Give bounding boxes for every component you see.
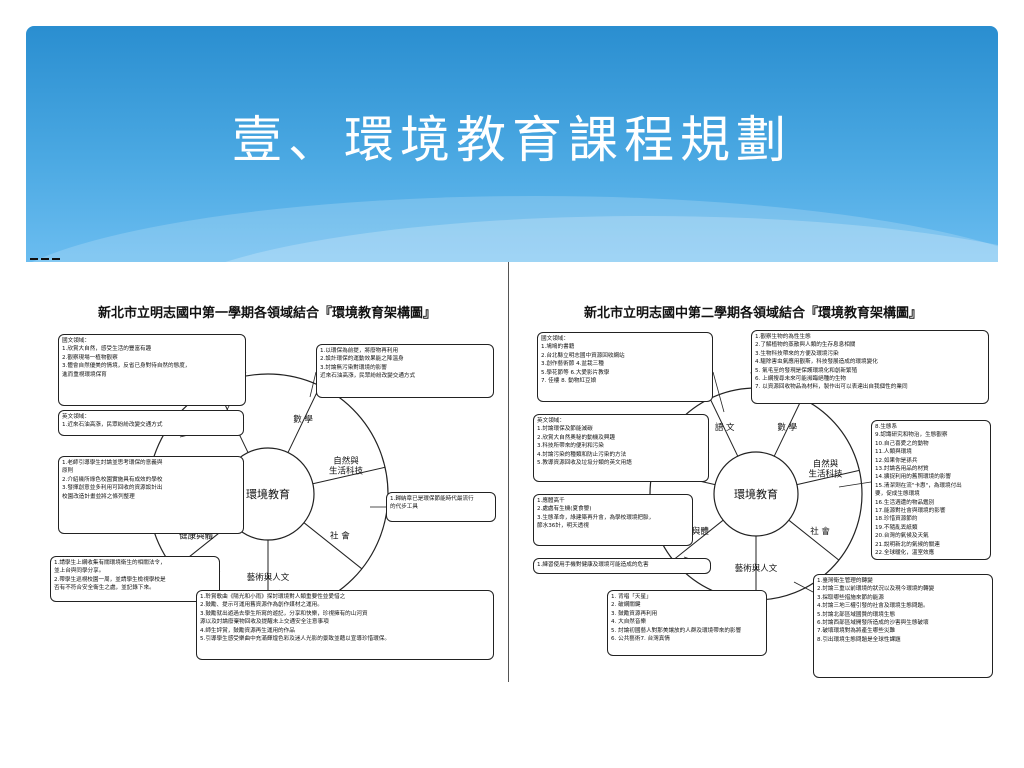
wheel-divider: [303, 522, 363, 570]
wheel-divider: [709, 398, 739, 457]
english-domain-box: 英文領域： 1.近來石油高漲，民眾紛紛改變交通方式: [58, 410, 244, 436]
wheel-divider: [672, 519, 724, 561]
social-box: 1.歸納章已是環保節能時代最流行 的代步工具: [386, 492, 496, 522]
wheel-segment-label: 數 學: [293, 414, 313, 425]
chinese-domain-box: 國文領域： 1.鳩鳩的書籍 2.台北縣立明志國中資源回收網站 3.創作藝術節 4…: [537, 332, 713, 402]
wheel-segment-label: 數 學: [777, 422, 797, 433]
title-banner: [26, 26, 998, 262]
science-topics-box: 8.生態系 9.認識研究和物治，生態觀察 10.自己喜愛之的動物 11.人類與環…: [871, 420, 991, 560]
slide-title: 壹、環境教育課程規劃: [232, 111, 792, 169]
integrated-activity-box: 1.應體高千 2.處處有生機(夏食鑒) 3.生態革命，綠建築再升會，為學校環境把…: [533, 494, 693, 546]
arts-box: 1. 背唱「天星」 2. 破網關鍵 3. 鼓勵資源再利用 4. 大自然音樂 5.…: [607, 590, 767, 656]
wheel-segment-label: 社 會: [330, 531, 350, 542]
wheel-segment-label: 健康與體: [179, 531, 214, 542]
social-box: 1.臺灣衛生管理的轉變 2.討論三重以前環境的狀況以及現今環境的轉變 3.採取哪…: [813, 574, 993, 678]
arts-box: 1.聆賞歌曲《陽光和小雨》探討環境對人類重要性並愛惜之 2.鼓勵、提示可運用舊資…: [196, 590, 494, 660]
wheel-segment-label: 語 文: [715, 422, 735, 433]
wheel-segment-label: 社 會: [810, 526, 830, 537]
wheel-segment-label: 自然與生活科技: [809, 459, 844, 480]
integrated-activity-box: 1.老師引導學生討論並思考環保的意義與 原則 2.介紹幾所綠色校園實施具有成效的…: [58, 456, 244, 534]
wheel-segment-label: 藝術與人文: [247, 572, 290, 583]
tech-activity-box: 1.以環保為前提，將廢物再利用 2.設計環保的運動效果能之降溫身 3.討論無污染…: [316, 344, 494, 398]
wheel-segment-label: 自然與生活科技: [329, 456, 364, 477]
connector-line: [309, 371, 317, 398]
science-box: 1.觀察生物的為性生態 2.了解植物的蒸散與人類的生存息息相關 3.生物科技帶來…: [751, 330, 989, 404]
wheel-center-label: 環境教育: [734, 487, 778, 501]
english-domain-box: 英文領域： 1.討論環保及節能減碳 2.欣賞大自然奧秘的動機及興趣 3.科技所帶…: [533, 414, 709, 482]
connector-line: [712, 371, 725, 413]
wheel-divider: [796, 469, 860, 486]
wheel-segment-label: 藝術與人文: [735, 563, 778, 574]
scan-marks: [30, 258, 70, 264]
wheel-divider: [773, 398, 803, 457]
chinese-domain-box: 國文領域： 1.欣賞大自然，感受生活的豐富有趣 2.觀察現場一植物觀察 3.體會…: [58, 334, 246, 406]
connector-line: [793, 581, 814, 593]
wheel-divider: [312, 466, 386, 485]
second-semester-diagram: 新北市立明志國中第二學期各領域結合『環境教育架構圖』 語 文 數 學自然與生活科技…: [508, 262, 997, 682]
diagram-title: 新北市立明志國中第一學期各領域結合『環境教育架構圖』: [97, 306, 436, 321]
connector-line: [838, 481, 872, 488]
diagram-title: 新北市立明志國中第二學期各領域結合『環境教育架構圖』: [583, 306, 922, 321]
wheel-center-label: 環境教育: [246, 487, 290, 501]
wheel-divider: [788, 519, 840, 561]
health-box: 1.請學生上網收集有關環境衛生的相關法令， 並上台與同學分享。 2.帶學生巡視校…: [50, 556, 220, 602]
health-box: 1.練習使用手機對健康及環境可能造成的危害: [533, 558, 711, 574]
first-semester-diagram: 新北市立明志國中第一學期各領域結合『環境教育架構圖』 語 文數 學自然與生活科技…: [30, 262, 504, 682]
wheel-divider: [287, 385, 321, 453]
